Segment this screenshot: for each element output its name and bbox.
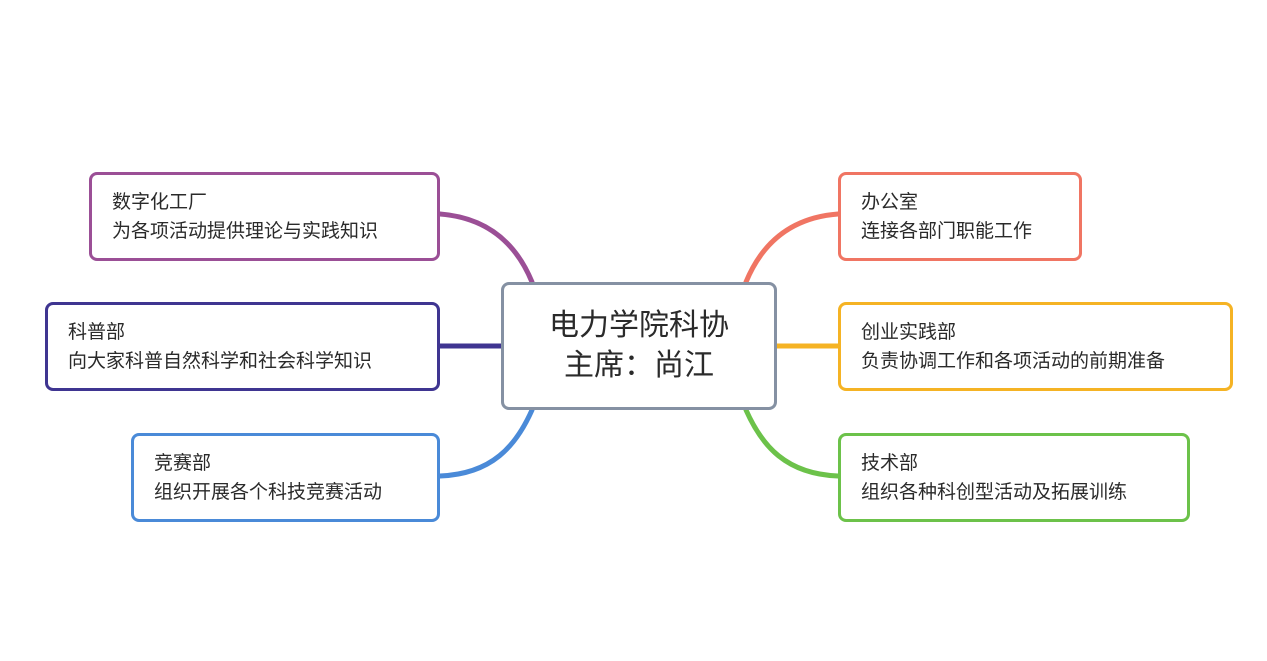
connector-technology [743,407,841,479]
branch-title: 办公室 [861,191,919,213]
branch-description: 负责协调工作和各项活动的前期准备 [861,350,1166,372]
branch-node-office[interactable]: 办公室 连接各部门职能工作 [838,172,1082,261]
branch-node-startup-practice[interactable]: 创业实践部 负责协调工作和各项活动的前期准备 [838,302,1233,391]
branch-description: 连接各部门职能工作 [861,220,1033,242]
branch-description: 组织各种科创型活动及拓展训练 [861,481,1128,503]
branch-description: 组织开展各个科技竞赛活动 [154,481,383,503]
connector-competition [437,407,535,479]
branch-node-popular-science[interactable]: 科普部 向大家科普自然科学和社会科学知识 [45,302,440,391]
branch-description: 为各项活动提供理论与实践知识 [112,220,379,242]
branch-title: 创业实践部 [861,321,957,343]
connector-digital-factory [437,211,535,285]
root-chairman: 主席：尚江 [564,348,714,383]
branch-title: 技术部 [861,452,919,474]
branch-node-competition[interactable]: 竞赛部 组织开展各个科技竞赛活动 [131,433,440,522]
root-title: 电力学院科协 [549,308,729,343]
connector-office [743,211,841,285]
branch-title: 数字化工厂 [112,191,208,213]
branch-node-technology[interactable]: 技术部 组织各种科创型活动及拓展训练 [838,433,1190,522]
branch-title: 竞赛部 [154,452,212,474]
root-node[interactable]: 电力学院科协 主席：尚江 [501,282,777,410]
branch-title: 科普部 [68,321,126,343]
branch-node-digital-factory[interactable]: 数字化工厂 为各项活动提供理论与实践知识 [89,172,440,261]
branch-description: 向大家科普自然科学和社会科学知识 [68,350,373,372]
